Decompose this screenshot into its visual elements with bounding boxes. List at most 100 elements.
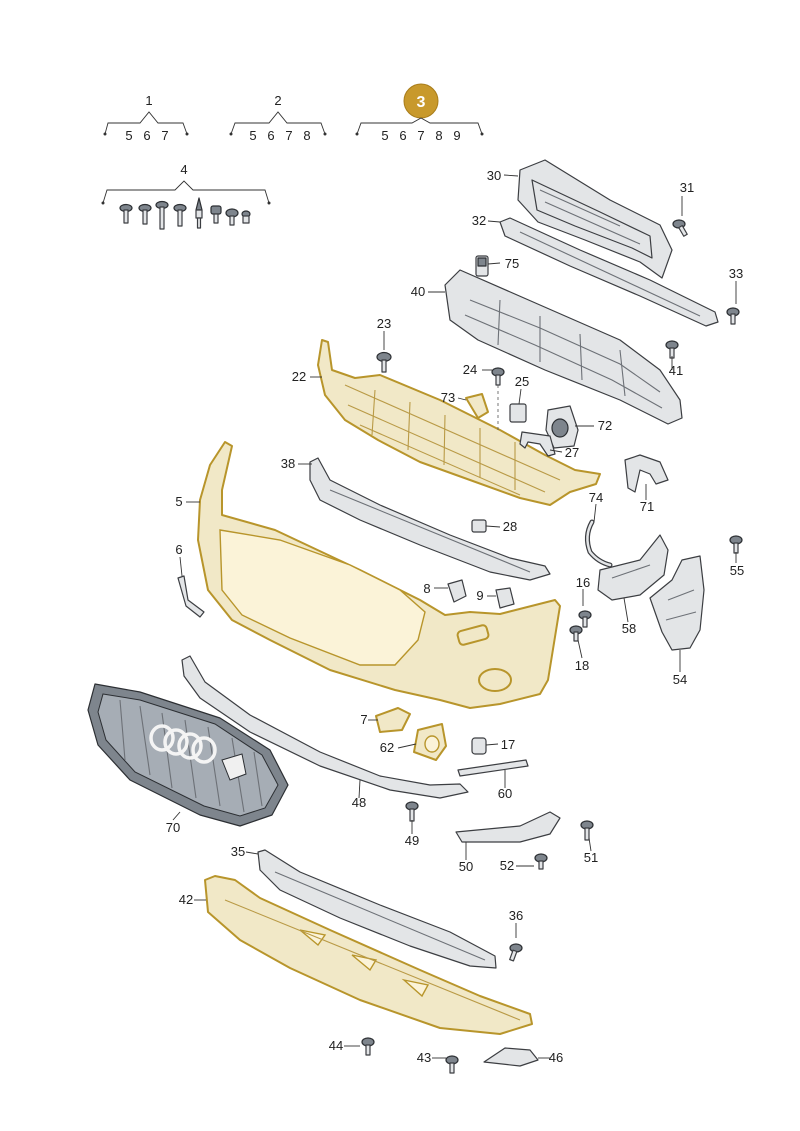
part-62-insert — [413, 723, 447, 761]
screw-icon — [580, 820, 594, 841]
callout: 32 — [472, 213, 486, 228]
callout: 62 — [380, 740, 394, 755]
callout: 16 — [576, 575, 590, 590]
callout: 40 — [411, 284, 425, 299]
callout: 41 — [669, 363, 683, 378]
screw-icon — [534, 853, 548, 870]
header-group-4: 4 — [101, 162, 271, 230]
callout: 7 — [360, 712, 367, 727]
callout: 31 — [680, 180, 694, 195]
callout: 23 — [377, 316, 391, 331]
callout: 18 — [575, 658, 589, 673]
group-item: 5 — [249, 128, 256, 143]
callout: 36 — [509, 908, 523, 923]
callout: 74 — [589, 490, 603, 505]
part-17-clip — [471, 737, 487, 755]
part-40-grille-frame — [444, 269, 683, 425]
header-group-2: 2 5 6 7 8 — [229, 93, 327, 143]
callout: 6 — [175, 542, 182, 557]
screw-icon — [665, 340, 679, 359]
callout: 48 — [352, 795, 366, 810]
callout: 22 — [292, 369, 306, 384]
callout: 38 — [281, 456, 295, 471]
callout: 46 — [549, 1050, 563, 1065]
callout: 55 — [730, 563, 744, 578]
group-label: 2 — [274, 93, 281, 108]
callout: 72 — [598, 418, 612, 433]
part-8-clip — [447, 579, 467, 603]
group-item: 5 — [125, 128, 132, 143]
callout: 50 — [459, 859, 473, 874]
callout-labels: 30 31 32 75 33 40 41 23 22 24 25 73 72 2… — [166, 168, 744, 1065]
group-item: 8 — [435, 128, 442, 143]
callout: 25 — [515, 374, 529, 389]
callout: 44 — [329, 1038, 343, 1053]
part-5-bumper-cover — [197, 441, 561, 709]
callout: 27 — [565, 445, 579, 460]
callout: 9 — [476, 588, 483, 603]
callout: 42 — [179, 892, 193, 907]
callout: 24 — [463, 362, 477, 377]
screw-icon — [729, 535, 743, 554]
part-25-clip — [509, 403, 527, 423]
callout: 5 — [175, 494, 182, 509]
leader-lines — [172, 174, 737, 1059]
part-27-bracket — [519, 431, 556, 457]
group-item: 6 — [267, 128, 274, 143]
group-item: 7 — [161, 128, 168, 143]
screw-icon — [491, 367, 505, 386]
part-50-side-trim — [455, 811, 561, 843]
part-54-side-bracket — [649, 555, 705, 651]
screw-icon — [672, 219, 688, 237]
part-9-clip — [495, 587, 515, 609]
part-42-underbody-panel — [204, 875, 533, 1035]
screw-icon — [361, 1037, 375, 1056]
header-group-1: 1 5 6 7 — [103, 93, 189, 143]
part-7-cover-cap — [375, 707, 411, 733]
callout: 58 — [622, 621, 636, 636]
part-48-lower-trim — [181, 655, 469, 799]
screw-icon — [509, 943, 523, 962]
callout: 70 — [166, 820, 180, 835]
part-70-grille — [87, 683, 289, 827]
group-item: 8 — [303, 128, 310, 143]
group-item: 7 — [285, 128, 292, 143]
callout: 43 — [417, 1050, 431, 1065]
part-32-upper-strip — [499, 217, 719, 327]
callout: 17 — [501, 737, 515, 752]
part-22-bumper-carrier — [317, 339, 601, 506]
screw-icon — [405, 801, 419, 822]
callout: 28 — [503, 519, 517, 534]
group-label: 4 — [180, 162, 187, 177]
group-item: 9 — [453, 128, 460, 143]
callout: 60 — [498, 786, 512, 801]
screw-icon — [445, 1055, 459, 1074]
part-46-deflector — [483, 1047, 539, 1067]
part-74-hose — [584, 519, 613, 568]
callout: 8 — [423, 581, 430, 596]
callout: 73 — [441, 390, 455, 405]
part-58-side-bracket — [597, 534, 669, 601]
callout: 30 — [487, 168, 501, 183]
callout: 49 — [405, 833, 419, 848]
part-6-trim-strip — [177, 575, 205, 618]
part-28-clip — [471, 519, 487, 533]
part-72-sensor — [545, 405, 579, 449]
part-60-chrome-strip — [457, 759, 529, 777]
callout: 33 — [729, 266, 743, 281]
part-75-clip — [475, 255, 489, 277]
part-73-bracket — [465, 393, 489, 419]
group-label: 3 — [417, 94, 426, 111]
part-71-bracket — [624, 454, 669, 493]
callout: 51 — [584, 850, 598, 865]
part-30-upper-frame — [517, 159, 673, 279]
callout: 75 — [505, 256, 519, 271]
group-item: 6 — [143, 128, 150, 143]
screw-set-icon — [119, 197, 251, 230]
screw-icon — [578, 610, 592, 628]
rings-logo-icon — [149, 724, 217, 764]
header-group-3: 3 5 6 7 8 9 — [355, 83, 484, 143]
screw-icon — [726, 307, 740, 325]
group-item: 7 — [417, 128, 424, 143]
